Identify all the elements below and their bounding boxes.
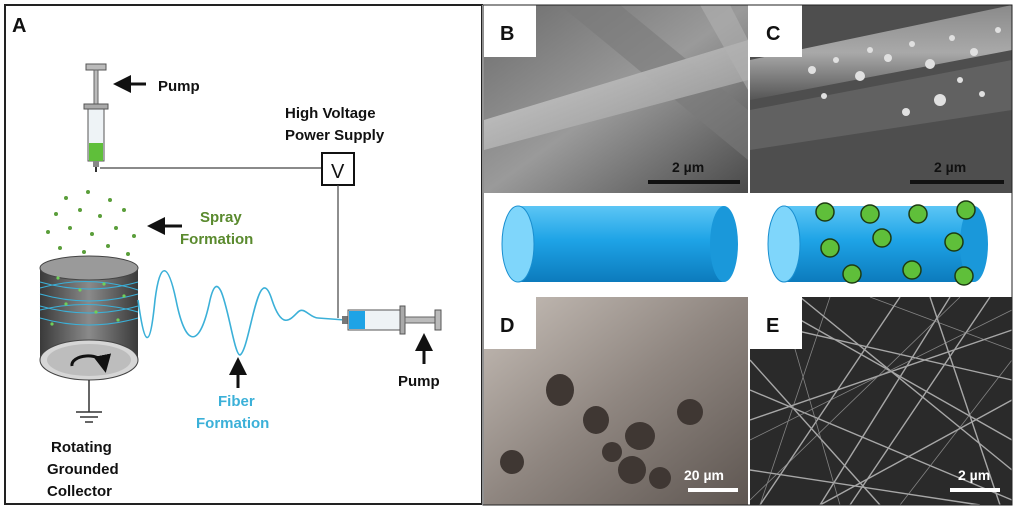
nanofiber-mesh-fine — [749, 296, 1013, 506]
panel-c-letter: C — [766, 23, 780, 45]
particles — [808, 27, 1001, 116]
label-spray-line1: Spray — [200, 209, 242, 226]
panel-b-scale-bar — [648, 180, 740, 184]
panel-a-letter: A — [12, 15, 26, 37]
label-spray-line2: Formation — [180, 231, 253, 248]
panel-d-letter: D — [500, 315, 514, 337]
panel-d-scale-bar — [688, 488, 738, 492]
panel-d: D 20 µm — [484, 297, 748, 505]
label-fiber-line1: Fiber — [218, 393, 255, 410]
panel-a-frame — [4, 4, 483, 505]
label-collector-line3: Collector — [47, 483, 112, 500]
panel-b: B 2 µm — [484, 5, 748, 295]
panel-c-letter-box — [750, 5, 802, 57]
collector — [39, 255, 139, 381]
panel-a: A Pump High Voltage Power Supply V — [4, 4, 483, 505]
label-pump-right: Pump — [398, 373, 440, 390]
fiber-jet — [137, 269, 346, 356]
panel-e-letter: E — [766, 315, 779, 337]
panel-d-scale-label: 20 µm — [684, 467, 724, 483]
spray-dots — [46, 190, 136, 256]
fiber-cylinder-plain — [501, 205, 738, 283]
cells — [500, 374, 703, 489]
label-collector-line1: Rotating — [51, 439, 112, 456]
panel-b-scale-label: 2 µm — [672, 159, 704, 175]
panel-d-letter-box — [484, 297, 536, 349]
label-hv-line2: Power Supply — [285, 127, 385, 144]
panel-e: E 2 µm — [749, 296, 1013, 506]
fiber-cylinder-decorated — [767, 200, 988, 286]
syringe-icon — [342, 305, 442, 335]
ground-icon — [76, 380, 102, 423]
voltage-box-icon: V — [321, 152, 355, 186]
fiber-shape — [484, 40, 748, 150]
panel-c-scale-bar — [910, 180, 1004, 184]
panel-e-scale-label: 2 µm — [958, 467, 990, 483]
panel-c-scale-label: 2 µm — [934, 159, 966, 175]
label-fiber-line2: Formation — [196, 415, 269, 432]
rotation-arrow-icon — [70, 353, 112, 373]
label-hv-line1: High Voltage — [285, 105, 376, 122]
fiber-shape — [750, 5, 1012, 100]
panel-b-letter-box — [484, 5, 536, 57]
panel-b-letter: B — [500, 23, 514, 45]
panel-e-scale-bar — [950, 488, 1000, 492]
panel-c: C 2 µm — [750, 5, 1012, 295]
label-pump-top: Pump — [158, 78, 200, 95]
svg-text:V: V — [331, 161, 345, 183]
outer-frame — [482, 4, 1013, 506]
panel-e-letter-box — [750, 297, 802, 349]
syringe-icon — [83, 63, 109, 172]
label-collector-line2: Grounded — [47, 461, 119, 478]
